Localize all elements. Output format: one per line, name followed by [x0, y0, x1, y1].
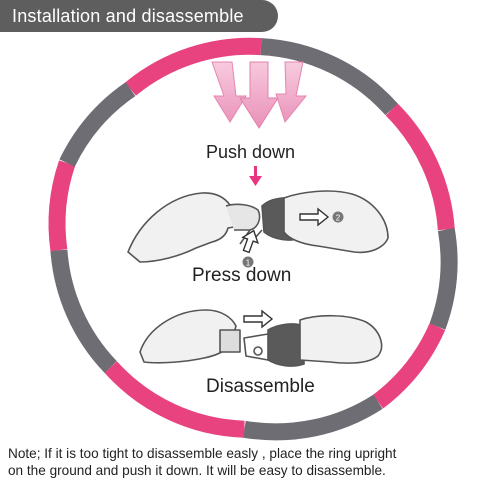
step-2-number: 2: [336, 214, 341, 223]
hands-disassemble-illustration: [139, 309, 383, 367]
hoop-segment-grey: [242, 394, 383, 441]
hoop-segment-pink: [48, 160, 76, 252]
hoop-segment-grey: [50, 249, 117, 373]
note-text: Note; If it is too tight to disassemble …: [8, 445, 488, 479]
hoop-segment-grey: [260, 38, 399, 116]
pull-apart-arrow-icon: [243, 309, 274, 329]
note-line-1: Note; If it is too tight to disassemble …: [8, 446, 397, 461]
hoop-segment-pink: [104, 361, 245, 438]
push-arrows: [211, 61, 308, 129]
note-line-2: on the ground and push it down. It will …: [8, 463, 386, 478]
press-up-arrow-icon: [241, 229, 259, 254]
push-down-arrow-icon: [249, 166, 262, 186]
step-badge-1: [242, 256, 254, 268]
title-banner: Installation and disassemble: [0, 0, 278, 32]
hoop-ring: [48, 37, 458, 441]
hoop-segment-grey: [429, 228, 458, 330]
banner-title: Installation and disassemble: [12, 6, 244, 26]
disassemble-label: Disassemble: [206, 376, 315, 397]
press-down-label: Press down: [192, 265, 292, 286]
hoop-segment-pink: [385, 103, 455, 231]
hoop-segment-pink: [125, 37, 262, 96]
hands-press-illustration: [127, 190, 389, 263]
hoop-segment-grey: [59, 82, 136, 167]
hoop-segment-pink: [372, 323, 446, 409]
step-1-number: 1: [246, 259, 251, 268]
step-badge-2: [332, 211, 344, 223]
push-down-label: Push down: [206, 142, 296, 162]
release-arrow-icon: [299, 207, 330, 227]
